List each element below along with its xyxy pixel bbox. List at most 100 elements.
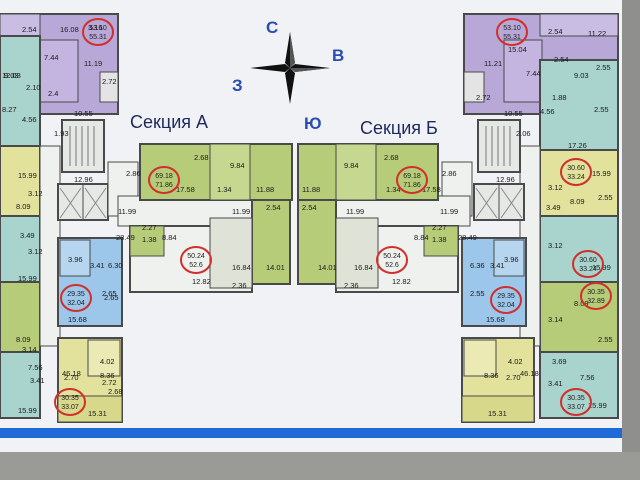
area-circle-value: 32.89 (587, 298, 605, 305)
area-circle-value: 29.35 (497, 293, 515, 300)
area-circle-value: 71.86 (155, 182, 173, 189)
section-b-area-labels: 9.03 2.55 1.88 4.56 2.55 17.26 15.99 3.12 8.09 3.… (302, 27, 613, 418)
section-a-title: Секция А (130, 112, 209, 132)
area-label: 1.93 (54, 129, 69, 138)
area-label: 4.56 (22, 115, 37, 124)
area-circle-outline (490, 286, 522, 314)
area-label: 2.27 (432, 223, 447, 232)
area-label: 4.02 (100, 357, 115, 366)
area-label: 2.54 (554, 55, 569, 64)
area-label: 4.02 (508, 357, 523, 366)
area-label: 15.99 (18, 274, 37, 283)
apartment-teal-left-1 (0, 35, 41, 147)
apartment-teal-left-3 (0, 351, 41, 419)
area-circle-outline (560, 158, 592, 186)
area-label: 3.49 (546, 203, 561, 212)
area-circle-outline (148, 166, 180, 194)
area-label: 15.68 (68, 315, 87, 324)
area-label: 12.82 (392, 277, 411, 286)
area-label: 15.04 (508, 45, 527, 54)
area-label: 9.03 (574, 71, 589, 80)
board-frame-edge (0, 452, 640, 480)
area-label: 15.99 (18, 171, 37, 180)
area-label: 28.49 (116, 233, 135, 242)
area-label: 3.12 (548, 241, 563, 250)
area-circle-value: 55.31 (503, 34, 521, 41)
area-circle-outline (180, 246, 212, 274)
area-label: 3.41 (90, 261, 105, 270)
area-label: 1.38 (142, 235, 157, 244)
area-label: 2.65 (102, 289, 117, 298)
area-label: 46.18 (520, 369, 539, 378)
area-label: 8.09 (570, 197, 585, 206)
area-label: 2.72 (476, 93, 491, 102)
area-label: 8.36 (484, 371, 499, 380)
area-label: 2.55 (596, 63, 611, 72)
area-label: 9.84 (344, 161, 359, 170)
area-label: 11.99 (232, 207, 250, 216)
area-label: 2.54 (548, 27, 563, 36)
area-label: 2.86 (442, 169, 457, 178)
area-label: 15.99 (592, 169, 611, 178)
area-circle-value: 71.86 (403, 182, 421, 189)
area-label: 11.19 (84, 59, 102, 68)
area-label: 11.88 (302, 185, 320, 194)
compass-west-label: З (232, 76, 243, 95)
area-label: 17.58 (176, 185, 195, 194)
apartment-teal-left-2 (0, 215, 41, 283)
area-label: 8.84 (162, 233, 177, 242)
area-label: 46.18 (62, 369, 81, 378)
area-label: 14.01 (266, 263, 285, 272)
area-circle-outline (60, 284, 92, 312)
area-label: 16.84 (232, 263, 251, 272)
area-circle-outline (376, 246, 408, 274)
area-label: 2.70 (506, 373, 521, 382)
area-label: 12.96 (496, 175, 515, 184)
area-label: 8.27 (2, 105, 17, 114)
area-circle-outline (572, 250, 604, 278)
area-circle-value: 30.35 (587, 289, 605, 296)
area-label: 11.22 (588, 29, 606, 38)
area-circle-value: 33.07 (567, 404, 585, 411)
area-label: 2.55 (598, 193, 613, 202)
area-label: 14.01 (318, 263, 337, 272)
area-label: 15.99 (588, 401, 607, 410)
area-circle-value: 50.24 (187, 253, 205, 260)
compass-north-label: С (266, 18, 279, 37)
area-label: 17.26 (568, 141, 587, 150)
area-label: 3.96 (68, 255, 83, 264)
apartment-teal-right-3 (539, 351, 619, 419)
area-label: 8.84 (414, 233, 429, 242)
area-circle-outline (496, 18, 528, 46)
area-label: 2.4 (48, 89, 58, 98)
area-label: 11.99 (440, 207, 458, 216)
area-label: 2.55 (598, 335, 613, 344)
area-label: 8.09 (574, 299, 589, 308)
area-circle-value: 52.6 (385, 262, 399, 269)
area-circle-value: 69.18 (403, 173, 421, 180)
area-circle-value: 30.35 (567, 395, 585, 402)
area-label: 28.49 (458, 233, 477, 242)
apartment-area-circle: 30.35 32.89 (580, 282, 612, 310)
area-label: 2.72 (102, 77, 117, 86)
area-label: 17.58 (422, 185, 441, 194)
section-b-area-circles: 53.1055.3169.1871.8650.2452.629.3532.043… (376, 18, 612, 416)
area-label: 9.84 (230, 161, 245, 170)
area-label: 6.30 (108, 261, 123, 270)
area-label: 2.27 (142, 223, 157, 232)
area-label: 1.38 (432, 235, 447, 244)
area-circle-outline (560, 388, 592, 416)
area-circle-value: 33.24 (567, 174, 585, 181)
area-circle-value: 33.24 (579, 266, 597, 273)
area-label: 2.65 (104, 293, 119, 302)
area-label: 4.56 (540, 107, 555, 116)
area-circle-outline (54, 388, 86, 416)
area-label: 1.88 (552, 93, 567, 102)
area-circle-value: 32.04 (497, 302, 515, 309)
